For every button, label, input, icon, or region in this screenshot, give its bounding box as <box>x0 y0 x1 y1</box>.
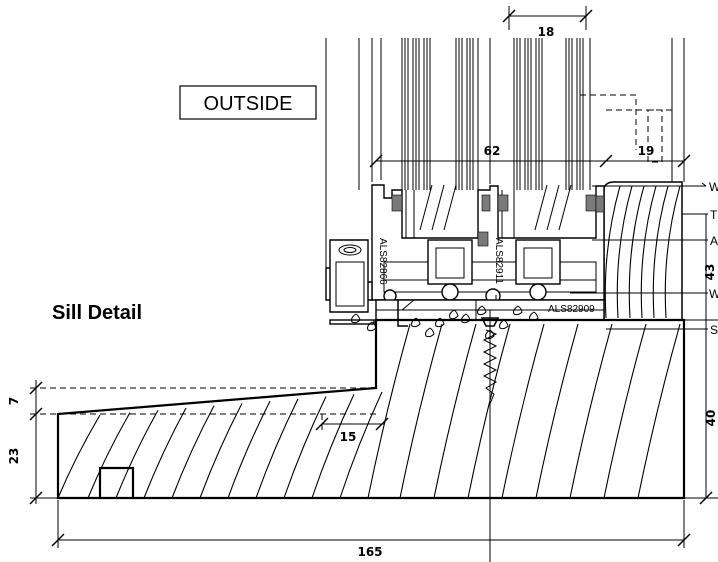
wood-grain <box>367 323 411 499</box>
wood-grain <box>199 403 243 499</box>
callout-4: W <box>709 287 718 301</box>
wood-grain <box>467 323 511 499</box>
wood-grain <box>604 185 621 319</box>
timber-upper-block <box>603 181 683 321</box>
dimension-18: 18 <box>502 6 593 39</box>
wood-grain <box>569 323 613 499</box>
code-center-mullion: ALS82911 <box>493 238 504 284</box>
dim-165-label: 165 <box>357 545 382 559</box>
wood-grain <box>425 327 435 338</box>
dimension-165: 165 <box>51 500 691 559</box>
outside-label-box: OUTSIDE <box>179 85 317 120</box>
fixing-screw <box>480 310 500 410</box>
left-weather-cap <box>329 239 369 313</box>
dim-15-label: 15 <box>340 430 357 444</box>
wood-grain <box>87 412 131 499</box>
callout-5: S <box>710 323 718 337</box>
wood-grain <box>339 391 383 499</box>
wood-grain <box>640 185 657 319</box>
wood-grain <box>461 313 471 324</box>
dim-7-label: 7 <box>7 397 21 405</box>
outside-label: OUTSIDE <box>204 93 293 115</box>
dim-18-label: 18 <box>538 25 555 39</box>
dim-40-label: 40 <box>704 410 718 427</box>
wood-grain <box>499 319 509 330</box>
wood-grain <box>616 185 633 319</box>
wood-grain <box>449 309 459 320</box>
callout-2: T <box>710 208 718 222</box>
dim-19-label: 19 <box>638 144 655 158</box>
hidden-frame-outline <box>580 94 673 163</box>
glazing-right <box>513 38 591 190</box>
wood-grain <box>283 396 327 499</box>
wood-grain <box>652 185 669 319</box>
wood-grain <box>255 398 299 499</box>
dim-62-label: 62 <box>484 144 501 158</box>
wood-grain <box>513 305 523 316</box>
dimension-19: 19 <box>606 144 691 172</box>
wood-grain <box>433 323 477 499</box>
dimension-43: 43 <box>703 214 717 320</box>
wood-grain <box>535 323 579 499</box>
dim-43-label: 43 <box>703 264 717 281</box>
dimension-7-23: 7 23 <box>7 380 376 505</box>
code-left-frame: ALS82866 <box>377 238 388 285</box>
wood-grain <box>603 323 647 499</box>
callout-3: A <box>710 234 718 248</box>
wood-grain <box>351 313 361 324</box>
wood-grain <box>227 400 271 499</box>
drawing-title: Sill Detail <box>52 302 142 324</box>
wood-grain <box>477 305 487 316</box>
dimension-62: 62 <box>369 144 613 168</box>
wood-grain <box>628 185 645 319</box>
timber-sill <box>56 318 686 500</box>
glazing-left <box>401 38 479 190</box>
callout-1: W <box>709 180 718 194</box>
wood-grain <box>171 405 215 499</box>
wood-grain <box>501 323 545 499</box>
wood-grain <box>637 323 681 499</box>
wood-grain <box>399 323 443 499</box>
dim-23-label: 23 <box>7 448 21 465</box>
wood-grain <box>664 185 681 319</box>
callout-leaders <box>570 182 708 330</box>
dimension-15: 15 <box>315 414 389 444</box>
wood-grain <box>311 394 355 499</box>
glass-edge-hatch <box>419 184 572 231</box>
glazing-gaskets <box>391 194 605 247</box>
code-sill-adaptor: ALS82909 <box>548 304 595 315</box>
wood-grain <box>367 321 377 332</box>
wood-grain <box>143 407 187 499</box>
dimension-40: 40 <box>684 319 718 505</box>
wood-grain <box>57 414 101 499</box>
wood-grain <box>115 410 159 499</box>
